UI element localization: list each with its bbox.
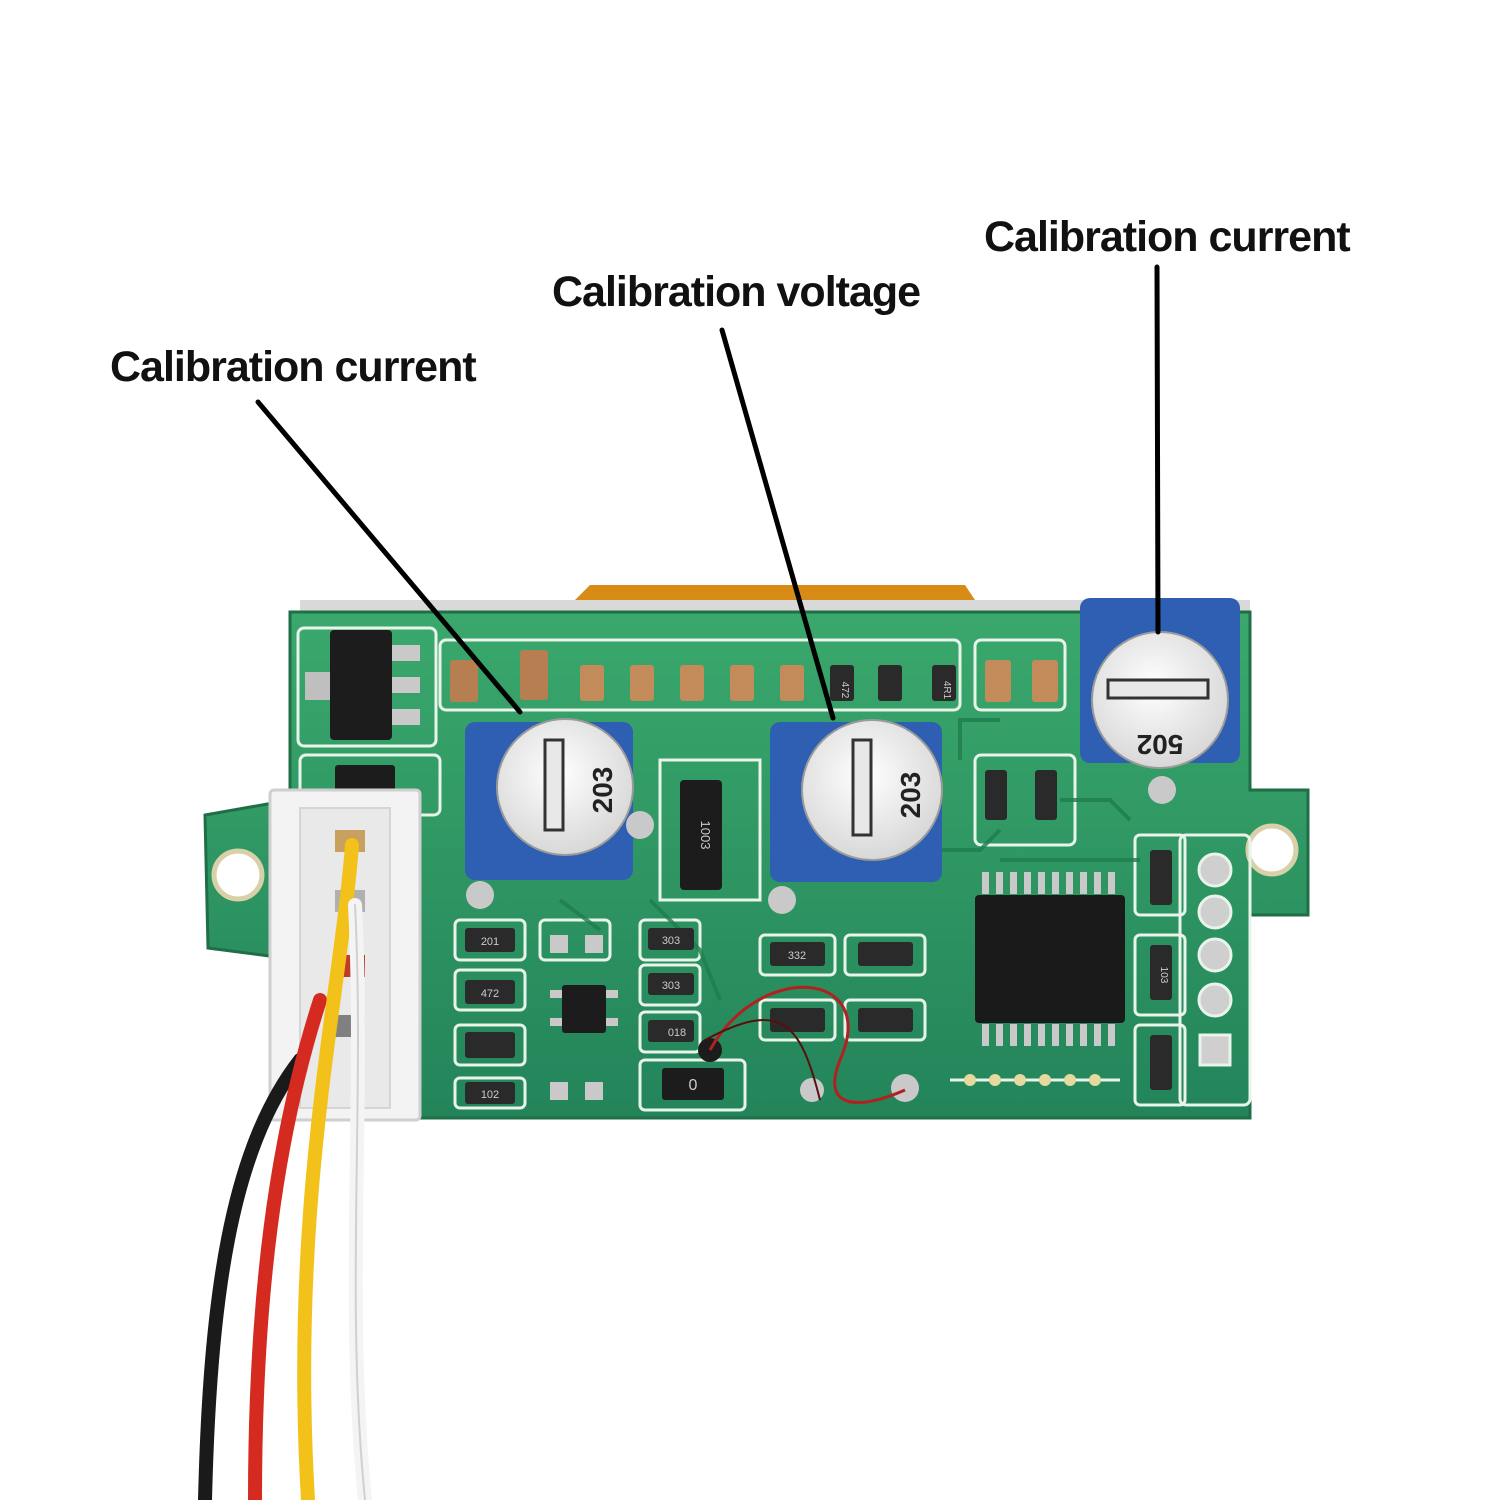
pot-code-left: 203 <box>587 767 618 814</box>
wire-red <box>248 993 327 1500</box>
code-303-b: 303 <box>662 980 680 992</box>
pot-code-right: 502 <box>1137 729 1184 760</box>
code-103: 103 <box>1158 967 1169 984</box>
silkscreen-lines <box>296 626 1252 1112</box>
smd-bottom-left: 201 472 102 <box>465 928 603 1104</box>
via-row <box>964 1074 1101 1086</box>
code-303-a: 303 <box>662 935 680 947</box>
code-1003: 1003 <box>698 821 713 850</box>
callout-label-left: Calibration current <box>110 343 477 391</box>
programming-pads <box>1197 852 1233 1067</box>
callout-line-left <box>255 399 523 715</box>
mount-hole-right <box>1245 823 1299 877</box>
code-4r1: 4R1 <box>941 681 952 700</box>
code-018: 018 <box>668 1027 686 1039</box>
code-332: 332 <box>788 950 806 962</box>
pcb-traces <box>558 718 1140 1001</box>
jumper-wire <box>708 986 906 1104</box>
main-ic <box>975 872 1125 1046</box>
callout-label-middle: Calibration voltage <box>552 268 921 316</box>
wire-black <box>198 1053 307 1500</box>
smd-resistors-right <box>985 770 1172 1090</box>
code-472-top: 472 <box>839 682 850 699</box>
code-201: 201 <box>481 936 499 948</box>
mount-hole-left <box>211 848 265 902</box>
trimmer-pot-left: 203 <box>465 718 654 909</box>
wire-harness <box>198 838 372 1500</box>
jumper-wire-2 <box>704 1019 821 1101</box>
code-102: 102 <box>481 1089 499 1101</box>
code-0: 0 <box>689 1077 698 1094</box>
pot-code-middle: 203 <box>895 772 926 819</box>
smd-bottom-middle: 303 303 018 0 332 <box>648 928 919 1102</box>
trimmer-pot-right: 502 <box>1080 598 1240 804</box>
code-472: 472 <box>481 988 499 1000</box>
callout-line-right <box>1154 264 1161 635</box>
callout-lines <box>255 264 1161 721</box>
callout-line-middle <box>719 327 836 721</box>
small-ic <box>550 985 618 1033</box>
smd-row-top <box>450 650 1058 702</box>
voltage-regulator <box>305 630 420 740</box>
callout-label-right: Calibration current <box>984 213 1351 261</box>
trimmer-pot-middle: 203 <box>768 719 943 914</box>
resistor-1003: 1003 <box>680 780 722 890</box>
wire-yellow <box>297 838 359 1500</box>
